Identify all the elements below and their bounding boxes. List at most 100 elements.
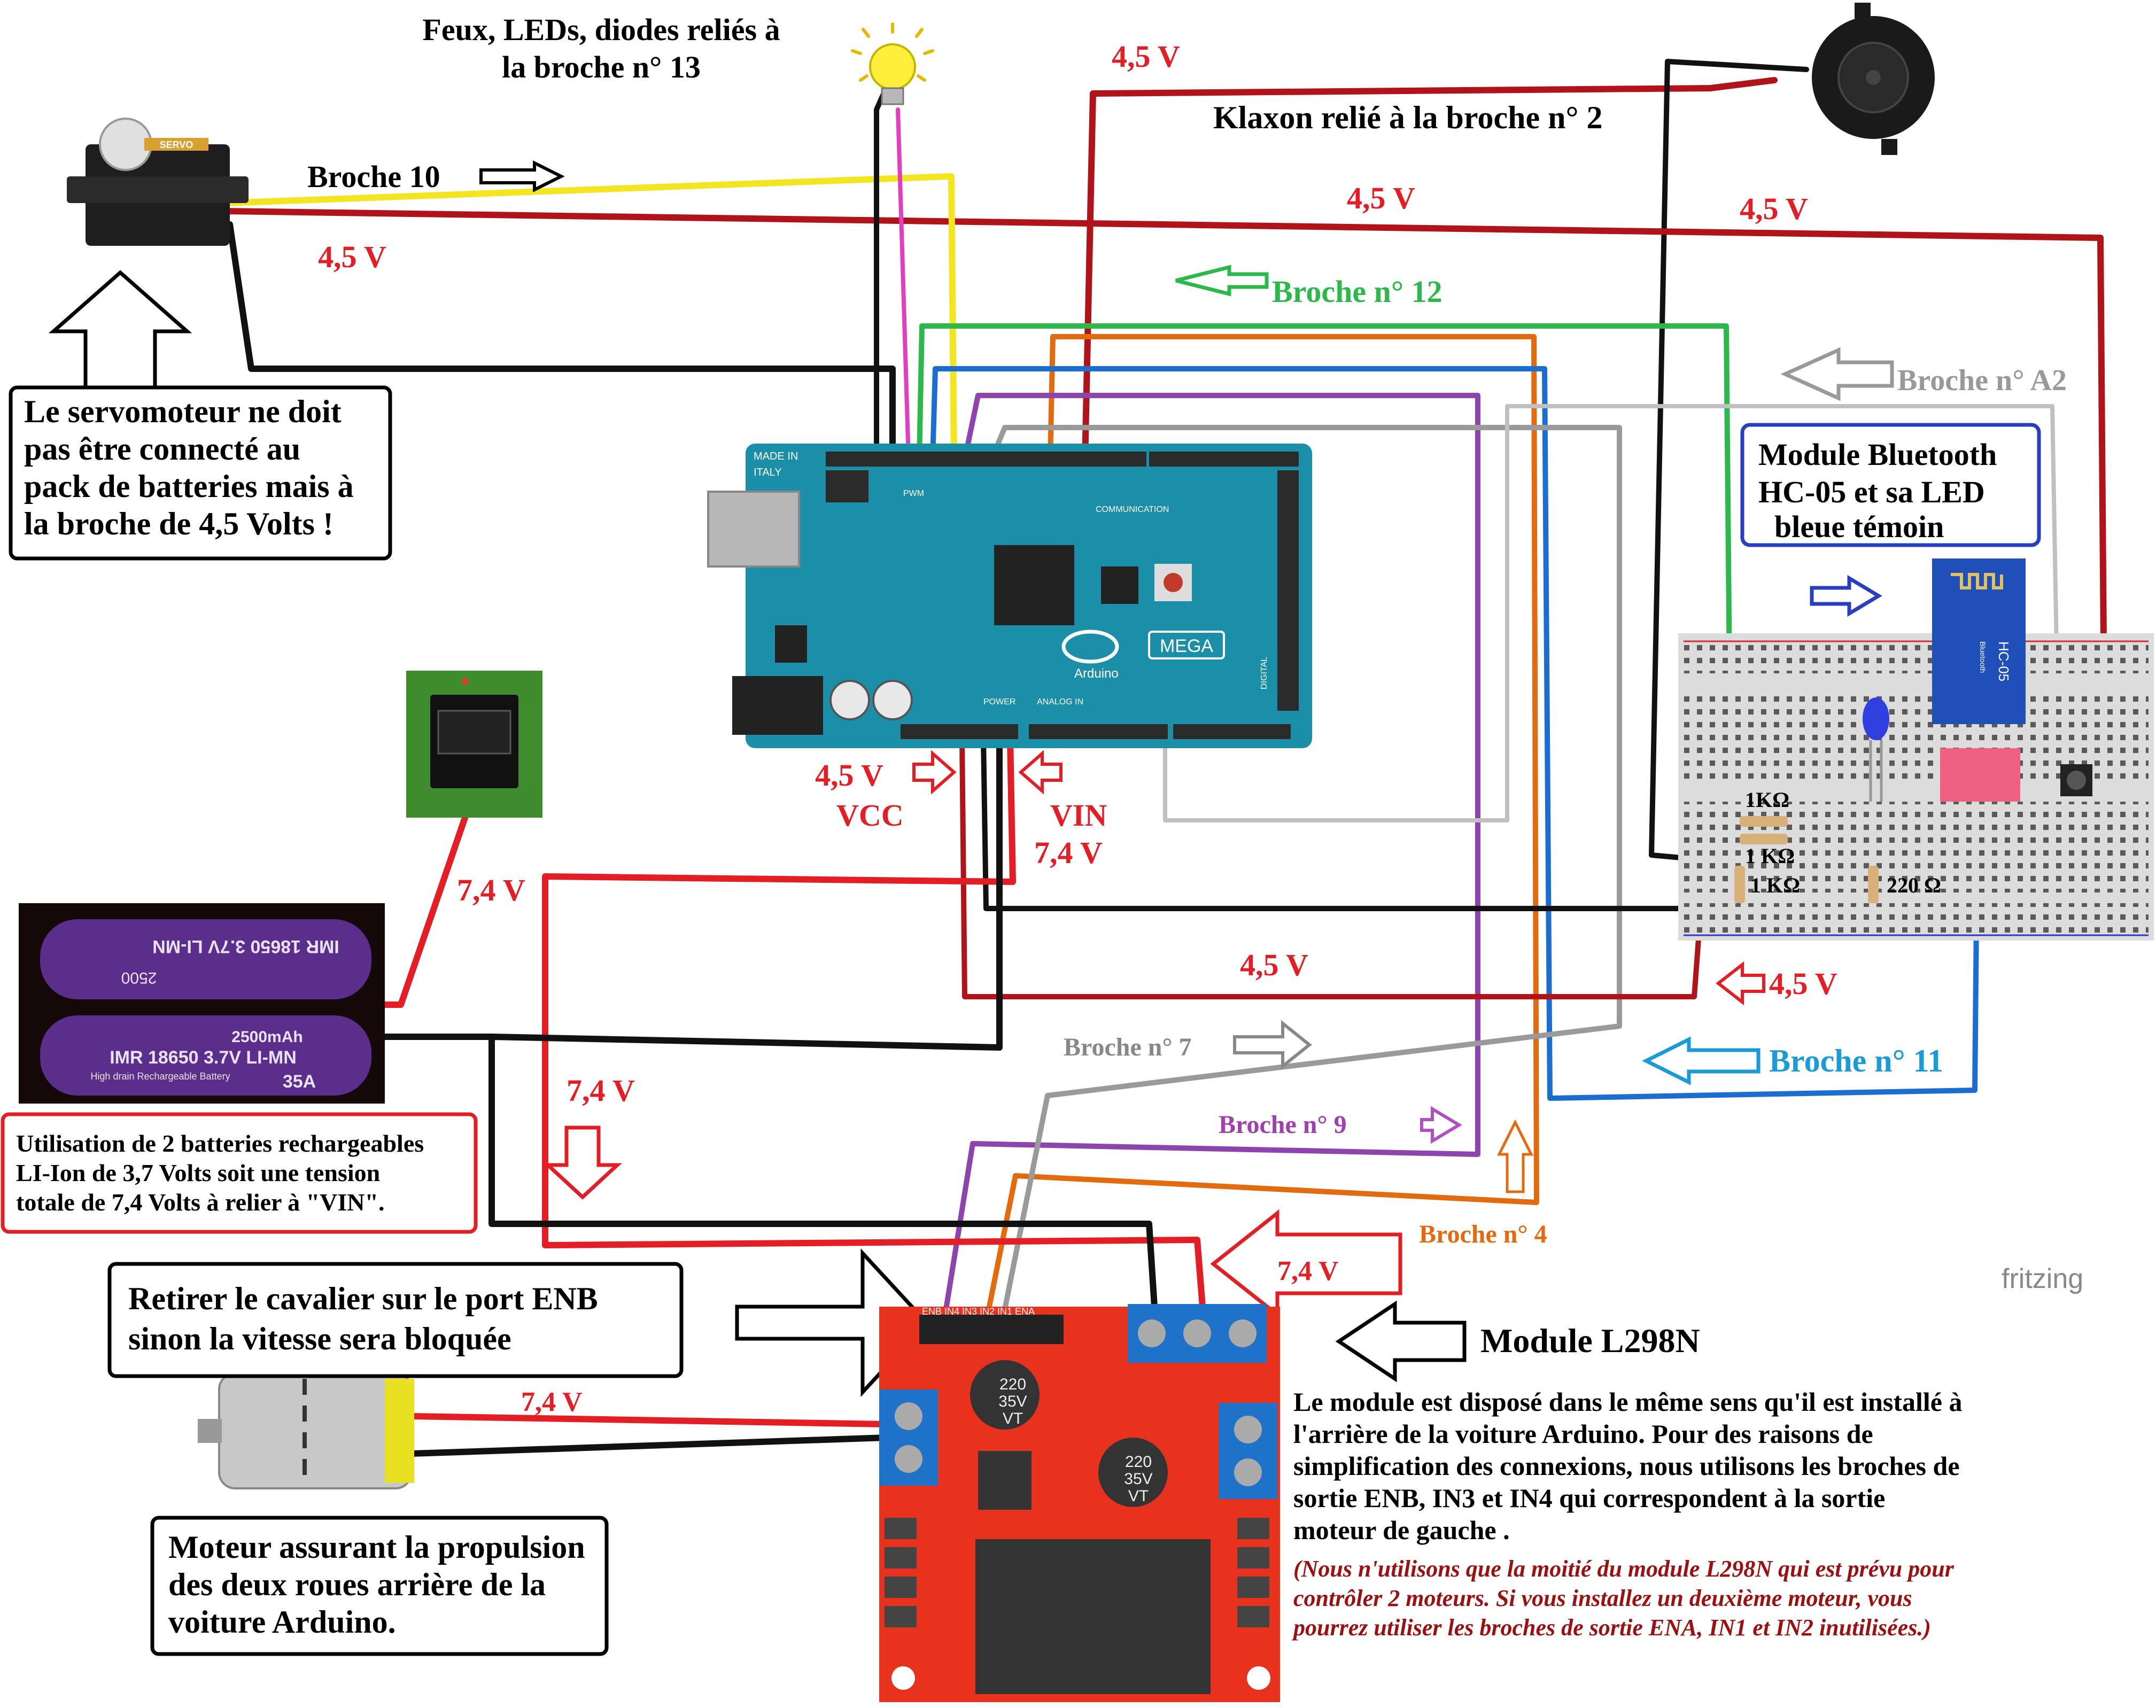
wire-black-motor [408,1434,890,1457]
lamp-bulb-icon [869,43,916,90]
r3-label: 1 KΩ [1750,873,1800,897]
servo-note-l3: pack de batteries mais à [24,469,354,504]
arrow-bb-45 [1716,961,1765,1006]
arrow-brocheA2 [1780,347,1894,401]
resistor-1k-b [1740,834,1788,844]
v74-vin: 7,4 V [1034,835,1103,870]
battery1-text: IMR 18650 3.7V LI-MN [152,936,339,957]
servo-note-l1: Le servomoteur ne doit [24,394,342,429]
resistor-1k-c [1734,866,1745,903]
v45-servo: 4,5 V [318,239,386,274]
battery2-amp: 35A [283,1072,316,1092]
wire-purple-9 [943,393,1480,1312]
wire-yellow-servo [221,173,957,463]
buzzer [1812,3,1935,155]
servo-horn-icon [99,118,152,171]
servo: SERVO [67,118,249,246]
wire-red-motor [408,1413,890,1427]
feux-line2: la broche n° 13 [502,50,701,84]
blue-led-icon [1863,697,1889,740]
arduino-pwm: PWM [903,489,924,498]
cap2-l3: VT [1128,1487,1149,1505]
arrow-down-batt [543,1125,622,1200]
broche4-label: Broche n° 4 [1419,1220,1547,1248]
wire-gray-7 [989,425,1622,1312]
battery-note-l1: Utilisation de 2 batteries rechargeables [16,1130,424,1157]
arrows [48,160,1894,1397]
battery-note-l2: LI-Ion de 3,7 Volts soit une tension [16,1159,380,1186]
klaxon-label: Klaxon relié à la broche n° 2 [1213,100,1602,135]
wire-black-servo [227,221,896,463]
arrow-up-servo [48,270,192,398]
wire-orange-4 [986,334,1539,1312]
vin-label: VIN [1050,798,1107,833]
bt-note-l3: bleue témoin [1774,509,1944,544]
wire-blue-11 [930,366,1980,1101]
arduino-made-in: MADE IN [754,451,798,462]
arrow-vcc [912,750,957,795]
module-desc-l2: l'arrière de la voiture Arduino. Pour de… [1293,1419,1873,1449]
enb-note-l2: sinon la vitesse sera bloquée [128,1321,511,1356]
servo-label: SERVO [160,139,193,150]
wire-magenta-lamp [896,107,911,462]
v45-right: 4,5 V [1740,191,1808,226]
capacitor-2 [1098,1438,1168,1507]
cap2-l2: 35V [1124,1470,1152,1488]
l298n-module: ENB IN4 IN3 IN2 IN1 ENA 220 35V VT 220 3… [879,1304,1280,1702]
bt-note-l1: Module Bluetooth [1758,437,1997,472]
module-desc-l1: Le module est disposé dans le même sens … [1293,1387,1962,1417]
v45-vcc: 4,5 V [815,758,883,793]
module-desc-l4: sortie ENB, IN3 et IN4 qui correspondent… [1293,1483,1885,1513]
hc05-label: HC-05 [1996,641,2012,681]
wire-red-vin [542,734,1206,1310]
broche11-label: Broche n° 11 [1769,1043,1943,1078]
broche10-label: Broche 10 [307,159,440,194]
breadboard: HC-05 Bluetooth [1678,558,2154,941]
motor-note-l2: des deux roues arrière de la [168,1567,546,1602]
arduino-mega: MADE IN ITALY PWM COMMUNICATION POWER AN… [707,444,1312,748]
wire-red-5v [959,735,1702,999]
arrow-broche10 [479,160,565,192]
servo-note-l2: pas être connecté au [24,431,300,467]
module-italic-l1: (Nous n'utilisons que la moitié du modul… [1293,1556,1955,1582]
wire-red-buzzer [1082,77,1778,465]
hc05-bluetooth: Bluetooth [1979,641,1987,673]
arduino-analog-in: ANALOG IN [1037,697,1083,707]
arduino-brand: Arduino [1074,666,1119,681]
fritzing-label: fritzing [2002,1263,2083,1294]
arduino-model: MEGA [1160,636,1213,656]
resistor-1k-a [1740,816,1788,827]
brocheA2-label: Broche n° A2 [1897,364,2067,397]
v45-bb: 4,5 V [1769,966,1837,1001]
r4-label: 220 Ω [1887,873,1941,897]
v74-l298: 7,4 V [1277,1256,1339,1286]
wire-black-lamp [874,83,890,462]
wire-gray-a2 [1163,404,2060,822]
enb-note-box [107,1262,684,1378]
l298-pins: ENB IN4 IN3 IN2 IN1 ENA [922,1306,1035,1317]
v45-mid: 4,5 V [1347,181,1415,215]
v74-batt: 7,4 V [567,1073,635,1108]
arduino-digital: DIGITAL [1260,657,1269,689]
arduino-communication: COMMUNICATION [1096,505,1169,514]
arrow-module [1335,1300,1467,1383]
motor-note-l3: voiture Arduino. [168,1604,396,1640]
cap1-l2: 35V [998,1393,1027,1410]
broche12-label: Broche n° 12 [1272,274,1442,309]
vcc-label: VCC [836,798,904,833]
wire-red-switch-batt [382,814,468,1008]
servo-note-l4: la broche de 4,5 Volts ! [24,506,334,541]
module-desc-l5: moteur de gauche . [1293,1515,1510,1545]
arrow-broche11 [1642,1036,1761,1085]
feux-line1: Feux, LEDs, diodes reliés à [422,12,780,47]
motor-note-l1: Moteur assurant la propulsion [168,1530,585,1565]
battery2-sub: High drain Rechargeable Battery [90,1071,230,1082]
motor-note-box [150,1516,609,1656]
resistor-220 [1868,866,1879,903]
cap1-l1: 220 [999,1376,1026,1393]
labels: Feux, LEDs, diodes reliés à la broche n°… [16,12,2083,1641]
lamp [851,22,934,105]
cap2-l1: 220 [1125,1453,1152,1471]
module-italic-l3: pourrez utiliser les broches de sortie E… [1291,1614,1931,1641]
